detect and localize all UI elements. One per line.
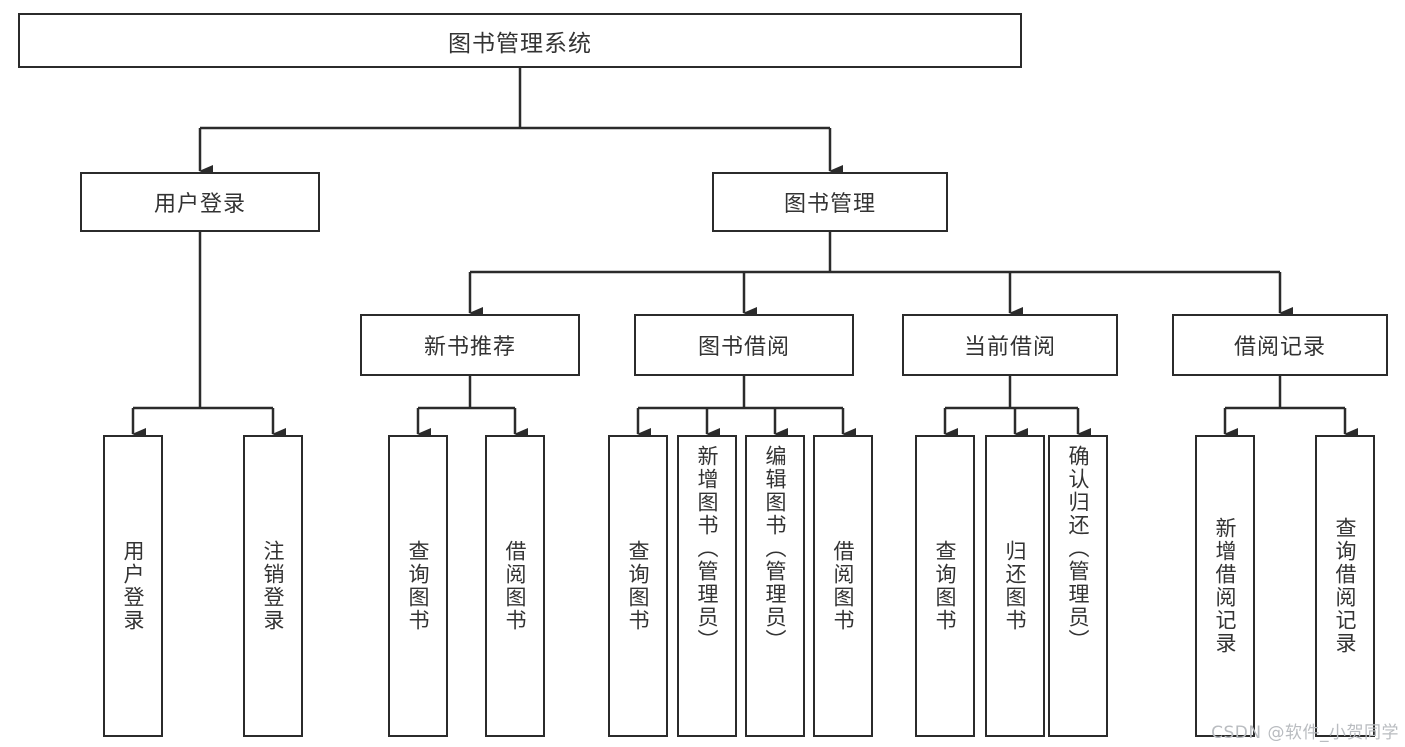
- node-level2-0[interactable]: 用户登录: [80, 172, 320, 232]
- node-leaf-8[interactable]: 查询图书: [915, 435, 975, 737]
- node-leaf-3[interactable]: 借阅图书: [485, 435, 545, 737]
- node-leaf-2[interactable]: 查询图书: [388, 435, 448, 737]
- node-level3-0[interactable]: 新书推荐: [360, 314, 580, 376]
- node-label: 借阅记录: [1233, 335, 1326, 360]
- node-label: 借阅图书: [831, 540, 856, 632]
- node-label: 图书管理系统: [448, 30, 592, 57]
- node-label: 当前借阅: [963, 335, 1056, 360]
- node-leaf-12[interactable]: 查询借阅记录: [1315, 435, 1375, 737]
- node-leaf-5[interactable]: 新增图书（管理员）: [677, 435, 737, 737]
- node-label: 编辑图书（管理员）: [763, 445, 788, 652]
- node-leaf-10[interactable]: 确认归还（管理员）: [1048, 435, 1108, 737]
- node-label: 注销登录: [261, 540, 286, 632]
- node-label: 用户登录: [121, 540, 146, 632]
- node-leaf-1[interactable]: 注销登录: [243, 435, 303, 737]
- node-label: 新增图书（管理员）: [695, 445, 720, 652]
- node-label: 图书管理: [783, 192, 876, 217]
- node-level3-1[interactable]: 图书借阅: [634, 314, 854, 376]
- node-level3-2[interactable]: 当前借阅: [902, 314, 1118, 376]
- node-label: 查询图书: [626, 540, 651, 632]
- node-label: 查询图书: [406, 540, 431, 632]
- node-leaf-11[interactable]: 新增借阅记录: [1195, 435, 1255, 737]
- node-label: 新增借阅记录: [1213, 517, 1238, 655]
- node-label: 查询借阅记录: [1333, 517, 1358, 655]
- node-label: 用户登录: [153, 192, 246, 217]
- node-label: 新书推荐: [423, 335, 516, 360]
- node-leaf-9[interactable]: 归还图书: [985, 435, 1045, 737]
- node-root[interactable]: 图书管理系统: [18, 13, 1022, 68]
- node-leaf-7[interactable]: 借阅图书: [813, 435, 873, 737]
- node-leaf-0[interactable]: 用户登录: [103, 435, 163, 737]
- node-label: 归还图书: [1003, 540, 1028, 632]
- node-label: 图书借阅: [697, 335, 790, 360]
- node-label: 查询图书: [933, 540, 958, 632]
- node-leaf-6[interactable]: 编辑图书（管理员）: [745, 435, 805, 737]
- node-level3-3[interactable]: 借阅记录: [1172, 314, 1388, 376]
- node-leaf-4[interactable]: 查询图书: [608, 435, 668, 737]
- node-level2-1[interactable]: 图书管理: [712, 172, 948, 232]
- watermark: CSDN @软件_小贺同学: [1211, 723, 1399, 743]
- node-label: 确认归还（管理员）: [1066, 445, 1091, 652]
- node-label: 借阅图书: [503, 540, 528, 632]
